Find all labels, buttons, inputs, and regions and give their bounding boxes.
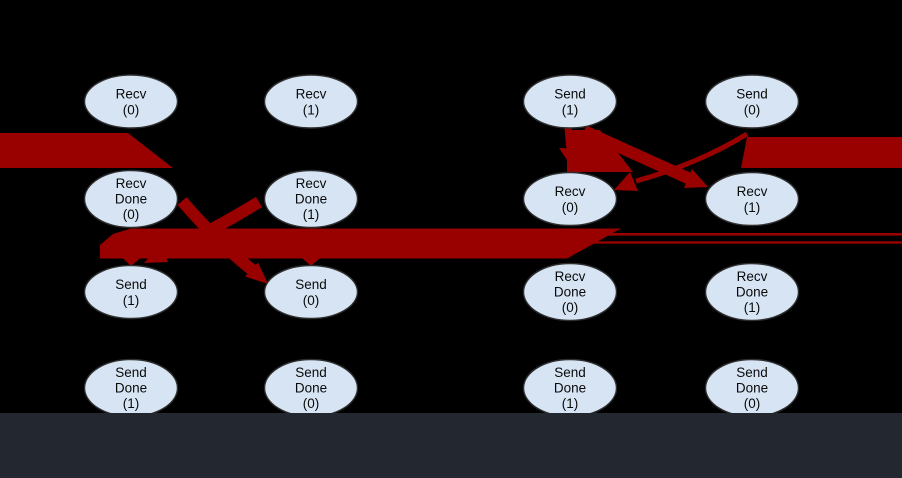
node-label: Send(0)	[736, 87, 768, 118]
node-ellipse	[704, 262, 800, 322]
arrowhead-send1-col1	[113, 249, 150, 266]
arrowhead-cross-right-b	[614, 172, 638, 191]
node-col1-recv-0: Recv(0)	[83, 74, 179, 129]
node-label: Recv(0)	[116, 87, 147, 118]
node-label: Recv(0)	[555, 184, 586, 215]
edge-band-left	[0, 133, 173, 168]
node-col4-send-0: Send(0)	[704, 74, 800, 129]
arrowhead-vertical-right	[559, 148, 583, 166]
edge-thin-tail-2	[575, 241, 902, 244]
edge-block-below-send1-col3	[567, 130, 633, 172]
edge-cross-left-a	[177, 197, 260, 278]
node-label: Recv(1)	[296, 87, 327, 118]
node-ellipse	[704, 74, 800, 129]
node-ellipse	[522, 171, 618, 227]
edge-thin-tail-1	[567, 233, 902, 236]
node-col3-send-1: Send(1)	[522, 74, 618, 129]
node-col2-recv-1: Recv(1)	[263, 74, 359, 129]
node-label: Send(0)	[295, 277, 327, 308]
edges-layer	[0, 125, 902, 284]
node-label: Send(1)	[115, 277, 147, 308]
arrowhead-cross-right-a	[684, 169, 708, 188]
edge-cross-left-b	[161, 196, 263, 259]
edge-cross-right-b	[635, 131, 749, 184]
node-ellipse	[263, 264, 359, 320]
arrowhead-send0-col2	[294, 251, 327, 266]
node-ellipse	[704, 171, 800, 227]
node-ellipse	[83, 264, 179, 320]
node-col4-recv-1: Recv(1)	[704, 171, 800, 227]
node-ellipse	[83, 169, 179, 229]
bottom-bar	[0, 413, 902, 478]
node-ellipse	[263, 169, 359, 229]
arrowhead-cross-left-a	[245, 262, 268, 284]
arrowhead-cross-left-b	[144, 245, 168, 263]
node-ellipse	[83, 74, 179, 129]
node-col2-send-0: Send(0)	[263, 264, 359, 320]
node-col1-send-1: Send(1)	[83, 264, 179, 320]
node-label: Recv(1)	[737, 184, 768, 215]
node-label: Send(1)	[554, 87, 586, 118]
node-ellipse	[522, 74, 618, 129]
node-ellipse	[522, 262, 618, 322]
node-ellipse	[263, 74, 359, 129]
edge-band-right	[741, 137, 902, 168]
node-col3-recv-0: Recv(0)	[522, 171, 618, 227]
edge-vertical-right	[564, 127, 574, 151]
